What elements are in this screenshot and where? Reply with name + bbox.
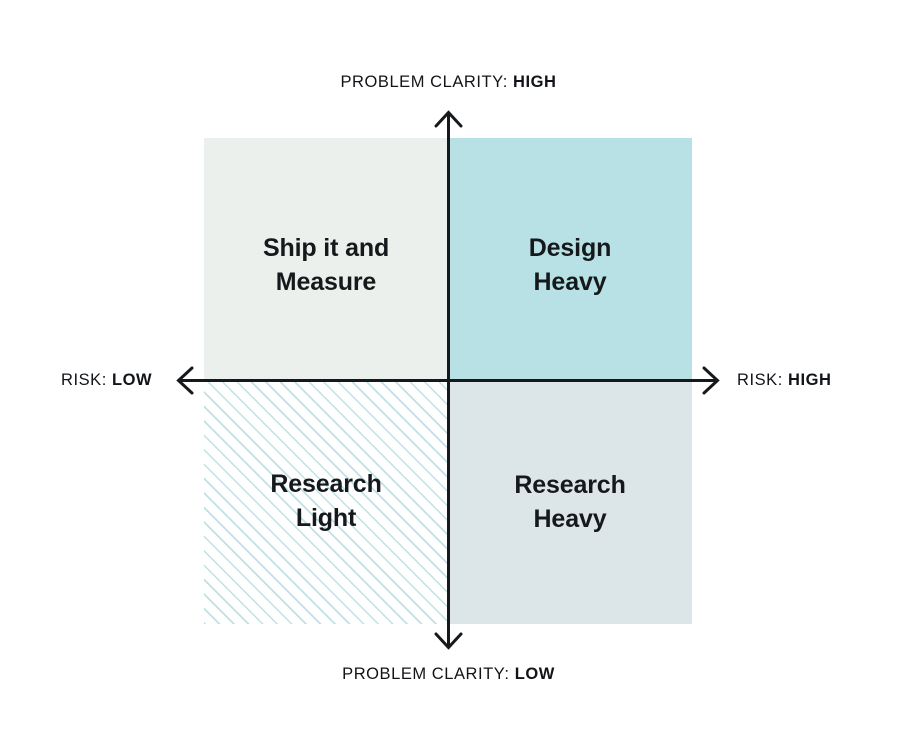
axis-label-top-prefix: PROBLEM CLARITY: bbox=[340, 73, 514, 91]
quadrant-label-line1: Design bbox=[528, 234, 612, 262]
axis-label-top-value: HIGH bbox=[513, 73, 557, 91]
arrow-down-icon bbox=[434, 632, 463, 650]
quadrant-label-design-heavy: Design Heavy bbox=[448, 231, 692, 299]
quadrant-label-research-heavy: Research Heavy bbox=[448, 468, 692, 536]
axis-label-risk-high: RISK: HIGH bbox=[737, 371, 831, 390]
quadrant-research-heavy: Research Heavy bbox=[448, 380, 692, 624]
quadrant-label-research-light: Research Light bbox=[204, 467, 448, 535]
arrow-right-icon bbox=[702, 366, 720, 395]
axis-label-problem-clarity-low: PROBLEM CLARITY: LOW bbox=[0, 665, 901, 684]
axis-label-risk-low: RISK: LOW bbox=[61, 371, 152, 390]
quadrant-label-line1: Research bbox=[514, 471, 626, 499]
axis-label-bottom-prefix: PROBLEM CLARITY: bbox=[342, 665, 515, 683]
axis-label-left-value: LOW bbox=[111, 371, 153, 389]
quadrant-design-heavy: Design Heavy bbox=[448, 138, 692, 380]
quadrant-label-line2: Heavy bbox=[533, 505, 607, 533]
quadrant-label-line2: Heavy bbox=[533, 268, 607, 296]
axis-label-bottom-value: LOW bbox=[514, 665, 555, 683]
quadrant-label-line2: Measure bbox=[275, 268, 377, 296]
arrow-left-icon bbox=[176, 366, 194, 395]
quadrant-ship-it-and-measure: Ship it and Measure bbox=[204, 138, 448, 380]
quadrant-label-line1: Ship it and bbox=[262, 234, 390, 262]
axis-label-right-value: HIGH bbox=[787, 371, 832, 389]
axis-label-left-prefix: RISK: bbox=[61, 371, 112, 389]
quadrant-label-line2: Light bbox=[295, 504, 357, 532]
axis-label-right-prefix: RISK: bbox=[737, 371, 788, 389]
arrow-up-icon bbox=[434, 110, 463, 128]
quadrant-research-light: Research Light bbox=[204, 380, 448, 624]
quadrant-label-ship-it-and-measure: Ship it and Measure bbox=[204, 231, 448, 299]
quadrant-label-line1: Research bbox=[270, 470, 382, 498]
axis-label-problem-clarity-high: PROBLEM CLARITY: HIGH bbox=[0, 73, 901, 92]
